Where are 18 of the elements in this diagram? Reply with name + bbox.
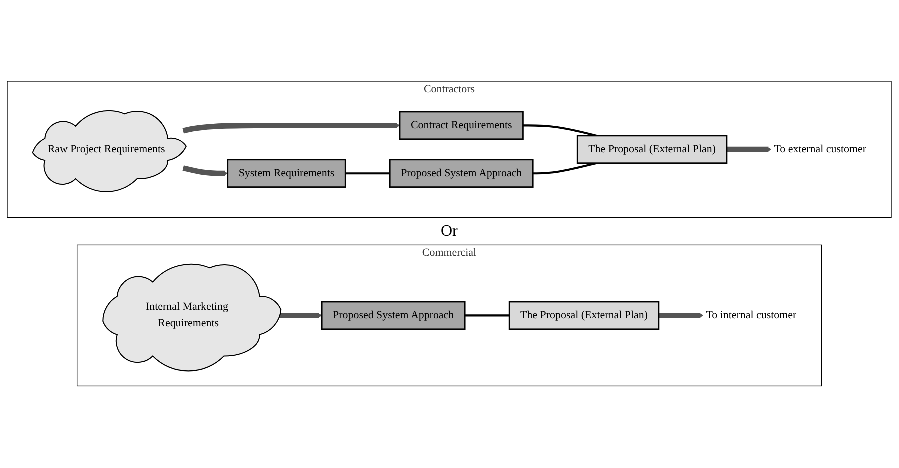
node-text: To internal customer xyxy=(706,310,797,322)
node-box: The Proposal (External Plan) xyxy=(508,301,660,330)
arrow xyxy=(182,122,400,134)
node-box: Contract Requirements xyxy=(399,111,524,140)
connector xyxy=(346,172,390,175)
node-text: To external customer xyxy=(774,144,867,156)
node-box: The Proposal (External Plan) xyxy=(576,135,728,164)
arrow xyxy=(658,312,704,319)
arrow xyxy=(182,166,228,177)
arrow xyxy=(726,146,772,153)
node-box: Proposed System Approach xyxy=(321,301,466,330)
connector xyxy=(523,124,598,138)
node-box: System Requirements xyxy=(227,159,346,188)
separator-text: Or xyxy=(441,222,458,241)
node-box: Proposed System Approach xyxy=(389,159,534,188)
arrow xyxy=(278,312,322,319)
connector xyxy=(465,314,510,317)
connector xyxy=(533,162,598,175)
